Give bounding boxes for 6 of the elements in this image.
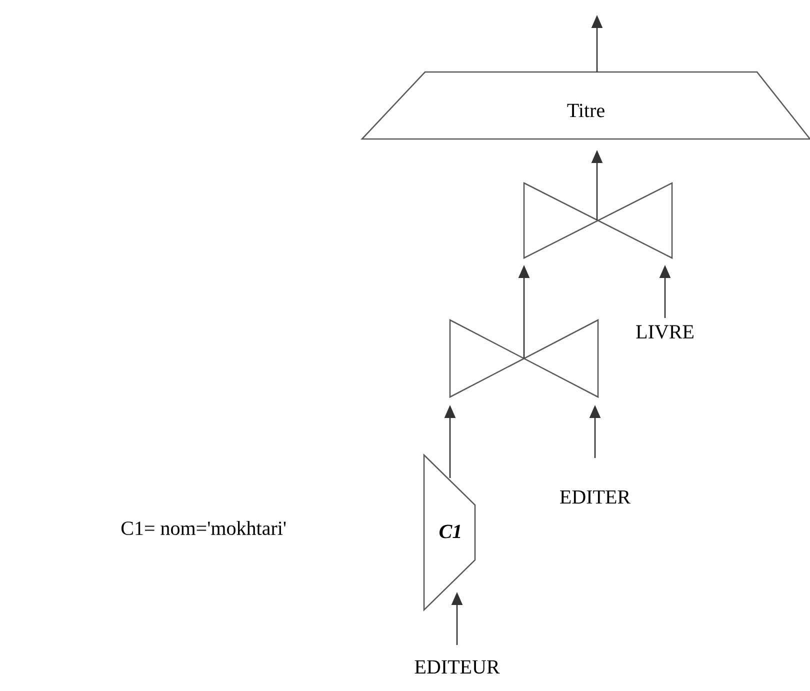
relation-name: EDITEUR (414, 660, 500, 674)
selection-condition: C1= nom='mokhtari' (121, 520, 286, 536)
relation-name: LIVRE (636, 325, 694, 339)
relation-name: EDITER (560, 490, 631, 504)
join-symbol (449, 318, 599, 398)
join-symbol (523, 182, 673, 260)
